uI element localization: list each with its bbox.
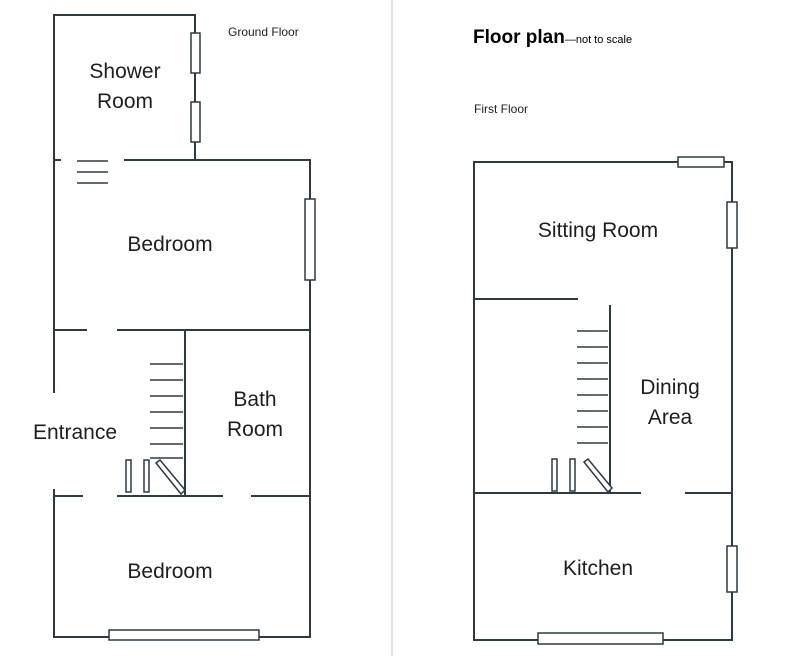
sitting-room-label: Sitting Room (538, 219, 658, 242)
first-floor-plan (473, 156, 738, 645)
window (190, 32, 201, 74)
stair-step (569, 458, 576, 492)
window (677, 156, 725, 168)
bedroom-bottom-label: Bedroom (127, 560, 212, 583)
dining-area-label-line1: Dining (640, 376, 700, 399)
floor-plan-title-main: Floor plan (473, 27, 565, 48)
stair-step (551, 458, 558, 492)
window (537, 632, 664, 645)
first-floor-label: First Floor (474, 102, 528, 116)
shower-room-label-line1: Shower (89, 60, 160, 83)
ground-floor-label: Ground Floor (228, 25, 299, 39)
entrance-label: Entrance (33, 421, 117, 444)
window (726, 545, 738, 593)
window (190, 101, 201, 143)
dining-area-label-line2: Area (648, 406, 693, 429)
shower-room-label-line2: Room (97, 90, 153, 113)
bedroom-top-label: Bedroom (127, 233, 212, 256)
stair-step (582, 457, 614, 494)
bath-room-label-line2: Room (227, 418, 283, 441)
window (304, 198, 316, 281)
kitchen-label: Kitchen (563, 557, 633, 580)
stair-step (154, 458, 187, 496)
window (108, 629, 260, 641)
ground-floor-plan (53, 14, 316, 641)
stair-step (143, 459, 150, 493)
floor-plan-title: Floor plan—not to scale (473, 27, 632, 48)
window (726, 201, 738, 249)
floor-plan-title-note: —not to scale (565, 34, 632, 46)
bath-room-label-line1: Bath (233, 388, 276, 411)
stair-step (125, 459, 132, 493)
